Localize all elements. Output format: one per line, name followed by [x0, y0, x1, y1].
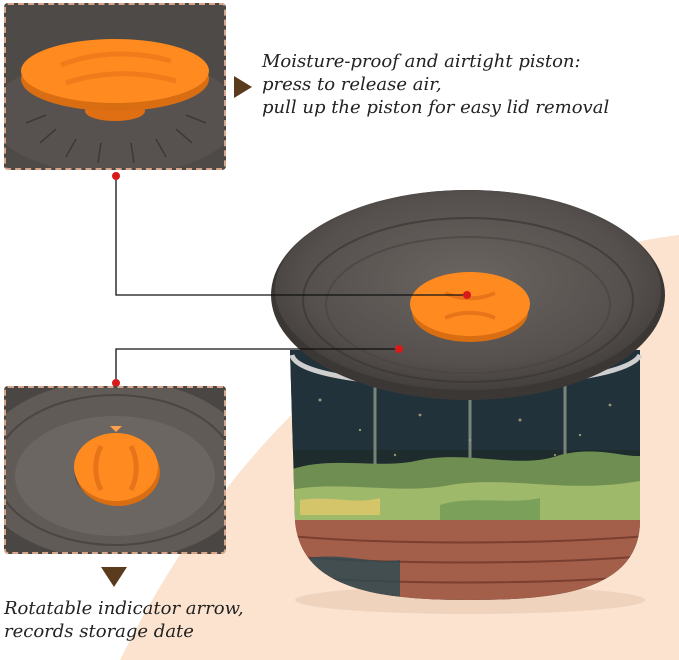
- piston-caption-line: press to release air,: [262, 74, 442, 95]
- indicator-closeup-image: [4, 386, 226, 554]
- piston-closeup-image: [4, 3, 226, 170]
- piston-caption-line: pull up the piston for easy lid removal: [262, 97, 610, 118]
- arrow-down-icon: [101, 567, 127, 587]
- piston-caption-line: Moisture-proof and airtight piston:: [262, 51, 581, 72]
- arrow-right-icon: [234, 76, 252, 98]
- indicator-caption-line: Rotatable indicator arrow,: [4, 598, 244, 619]
- indicator-caption: Rotatable indicator arrow, records stora…: [4, 597, 244, 643]
- indicator-caption-line: records storage date: [4, 621, 194, 642]
- piston-caption: Moisture-proof and airtight piston: pres…: [262, 50, 609, 119]
